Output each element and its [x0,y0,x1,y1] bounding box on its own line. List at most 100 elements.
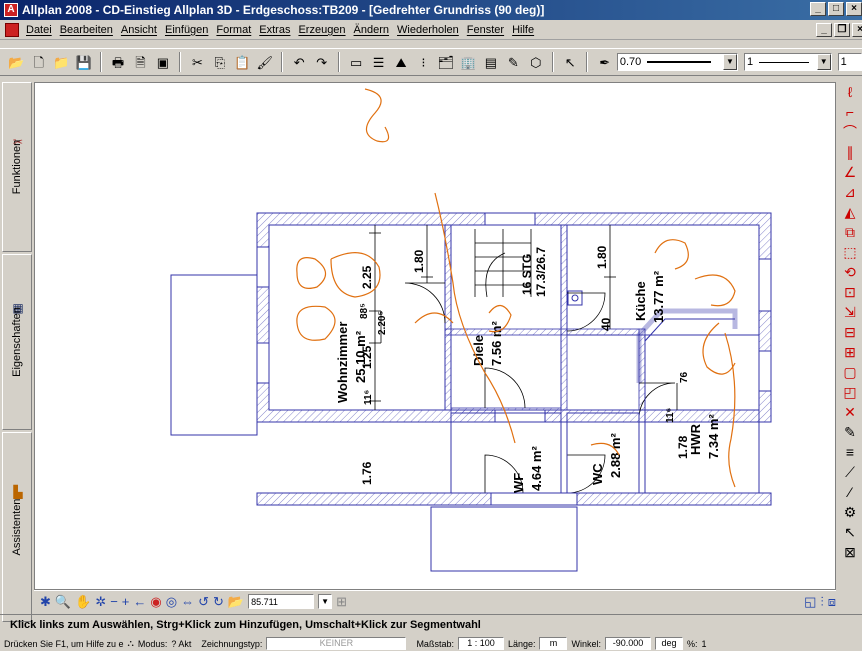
drawing-canvas[interactable]: Wohnzimmer 25.10 m² Diele 7.56 m² Küche … [34,82,836,590]
minimize-button[interactable]: _ [810,2,826,16]
layer-select-icon[interactable]: ☰ [372,54,385,70]
color-select[interactable]: 1 [837,53,862,71]
zeichnungstyp-field[interactable]: KEINER [266,637,407,650]
document-icon[interactable] [5,22,19,37]
print-preview-icon[interactable]: 🗎 [135,54,146,70]
menu-wiederholen[interactable]: Wiederholen [397,23,459,36]
laenge-unit-field[interactable]: m [539,637,568,650]
info-icon[interactable]: ⁝ [421,54,426,70]
trim-tool-icon[interactable]: ⊟ [844,324,856,340]
mirror-copy-tool-icon[interactable]: ◭ [844,204,856,220]
pen-thickness-select[interactable]: 0.70 ▼ [616,53,738,71]
edit-icon[interactable]: ✎ [507,54,519,70]
tab-assistenten[interactable]: ▙ Assistenten [2,432,32,622]
line-style-tool-icon[interactable]: ⟋ [845,464,855,480]
allplan-app-icon[interactable]: A [4,3,18,17]
zoom-center-icon[interactable]: ✲ [95,594,107,609]
chevron-down-icon[interactable]: ▼ [816,54,831,70]
brush-tool-icon[interactable]: ⁄ [848,484,852,500]
pin-icon[interactable]: ⊞ [336,594,347,609]
menu-aendern[interactable]: Ändern [353,23,390,36]
fillet-tool-icon[interactable]: ◰ [843,384,857,400]
select-tool-icon[interactable]: ↖ [844,524,856,540]
parallel-tool-icon[interactable]: ∥ [846,144,854,160]
arc-tool-icon[interactable]: ⌒ [843,124,857,140]
render-icon[interactable]: ◉ [150,594,162,609]
view-flip-icon[interactable]: ⇔ [181,594,195,609]
group-tool-icon[interactable]: ⚙ [843,504,857,520]
redo-icon[interactable]: ↷ [316,54,328,70]
angle-tool-icon[interactable]: ∠ [843,164,857,180]
copy-icon[interactable]: ⎘ [214,54,226,70]
open-project-icon[interactable]: 📁 [53,54,70,70]
3d-view-icon[interactable]: ◱ [804,594,817,609]
chevron-down-icon[interactable]: ▼ [318,594,333,609]
cut-icon[interactable]: ✂ [191,54,203,70]
save-icon[interactable]: 💾 [75,54,92,70]
move-tool-icon[interactable]: ⬚ [843,244,857,260]
print-icon[interactable]: 🖶 [111,54,125,70]
format-painter-icon[interactable]: 🖌 [256,54,274,70]
close-button[interactable]: × [846,2,862,16]
window-view-icon[interactable]: ⧈ [827,594,836,609]
tab-eigenschaften[interactable]: ▦ Eigenschaften [2,254,32,430]
zoom-window-icon[interactable]: 🔍 [54,594,72,609]
layer-visibility-icon[interactable]: ⛰ [395,54,407,70]
rotate-tool-icon[interactable]: ⟲ [844,264,856,280]
mirror-tool-icon[interactable]: ⊿ [844,184,856,200]
open-folder-icon[interactable]: 📂 [8,54,25,70]
split-view-icon[interactable]: ⫶ [820,594,824,609]
paste-icon[interactable]: 📋 [234,54,251,70]
help-pointer-icon[interactable]: ↖ [564,54,576,70]
menu-erzeugen[interactable]: Erzeugen [298,23,346,36]
polyline-tool-icon[interactable]: ⌐ [845,104,855,120]
massstab-field[interactable]: 1 : 100 [457,637,504,650]
zoom-value-field[interactable]: 85.711 [248,594,315,609]
menu-ansicht[interactable]: Ansicht [120,23,157,36]
pen-tool-icon[interactable]: ✎ [844,424,856,440]
plot-icon[interactable]: ▣ [156,54,170,70]
hatch-tool-icon[interactable]: ≡ [845,444,855,460]
copy-tool-icon[interactable]: ⧉ [845,224,855,240]
view-circle-icon[interactable]: ◎ [165,594,178,609]
doc-restore-button[interactable]: ❐ [834,23,850,37]
stretch-tool-icon[interactable]: ⇲ [844,304,856,320]
chevron-down-icon[interactable]: ▼ [723,54,737,70]
winkel-unit-field[interactable]: deg [655,637,683,650]
offset-tool-icon[interactable]: ▢ [843,364,857,380]
pan-icon[interactable]: ✋ [75,594,92,609]
pen-icon[interactable]: ✒ [599,54,611,70]
folder-view-icon[interactable]: 📂 [227,594,245,609]
fileset-icon[interactable]: 🗂 [437,54,455,70]
delete-tool-icon[interactable]: ✕ [844,404,856,420]
redo-view-icon[interactable]: ↻ [212,594,224,609]
menu-extras[interactable]: Extras [259,23,291,36]
winkel-field[interactable]: -90.000 [605,637,651,650]
menu-fenster[interactable]: Fenster [466,23,505,36]
snap-tool-icon[interactable]: ⊠ [844,544,856,560]
project-icon[interactable]: 🏢 [460,54,477,70]
menu-einfuegen[interactable]: Einfügen [164,23,209,36]
line-type-select[interactable]: 1 ▼ [744,53,832,71]
new-file-icon[interactable]: 🗋 [33,54,44,70]
menu-datei[interactable]: Datei [26,23,52,36]
line-tool-icon[interactable]: ℓ [847,84,853,100]
scale-tool-icon[interactable]: ⊡ [844,284,856,300]
tab-funktionen[interactable]: ✂ Funktionen [2,82,32,252]
zoom-out-icon[interactable]: − [110,594,118,609]
undo-icon[interactable]: ↶ [293,54,305,70]
doc-minimize-button[interactable]: _ [816,23,832,37]
extend-tool-icon[interactable]: ⊞ [844,344,856,360]
layer-icon[interactable]: ▭ [349,54,363,70]
previous-view-icon[interactable]: ← [133,594,147,609]
floor-plan[interactable]: Wohnzimmer 25.10 m² Diele 7.56 m² Küche … [35,83,836,590]
maximize-button[interactable]: □ [828,2,844,16]
menu-format[interactable]: Format [216,23,252,36]
menu-bearbeiten[interactable]: Bearbeiten [59,23,113,36]
title-bar[interactable]: A Allplan 2008 - CD-Einstieg Allplan 3D … [0,0,862,20]
zoom-all-icon[interactable]: ✱ [40,594,51,609]
3d-icon[interactable]: ⬡ [530,54,542,70]
zoom-in-icon[interactable]: + [121,594,130,609]
menu-hilfe[interactable]: Hilfe [512,23,535,36]
doc-close-button[interactable]: × [852,23,862,37]
